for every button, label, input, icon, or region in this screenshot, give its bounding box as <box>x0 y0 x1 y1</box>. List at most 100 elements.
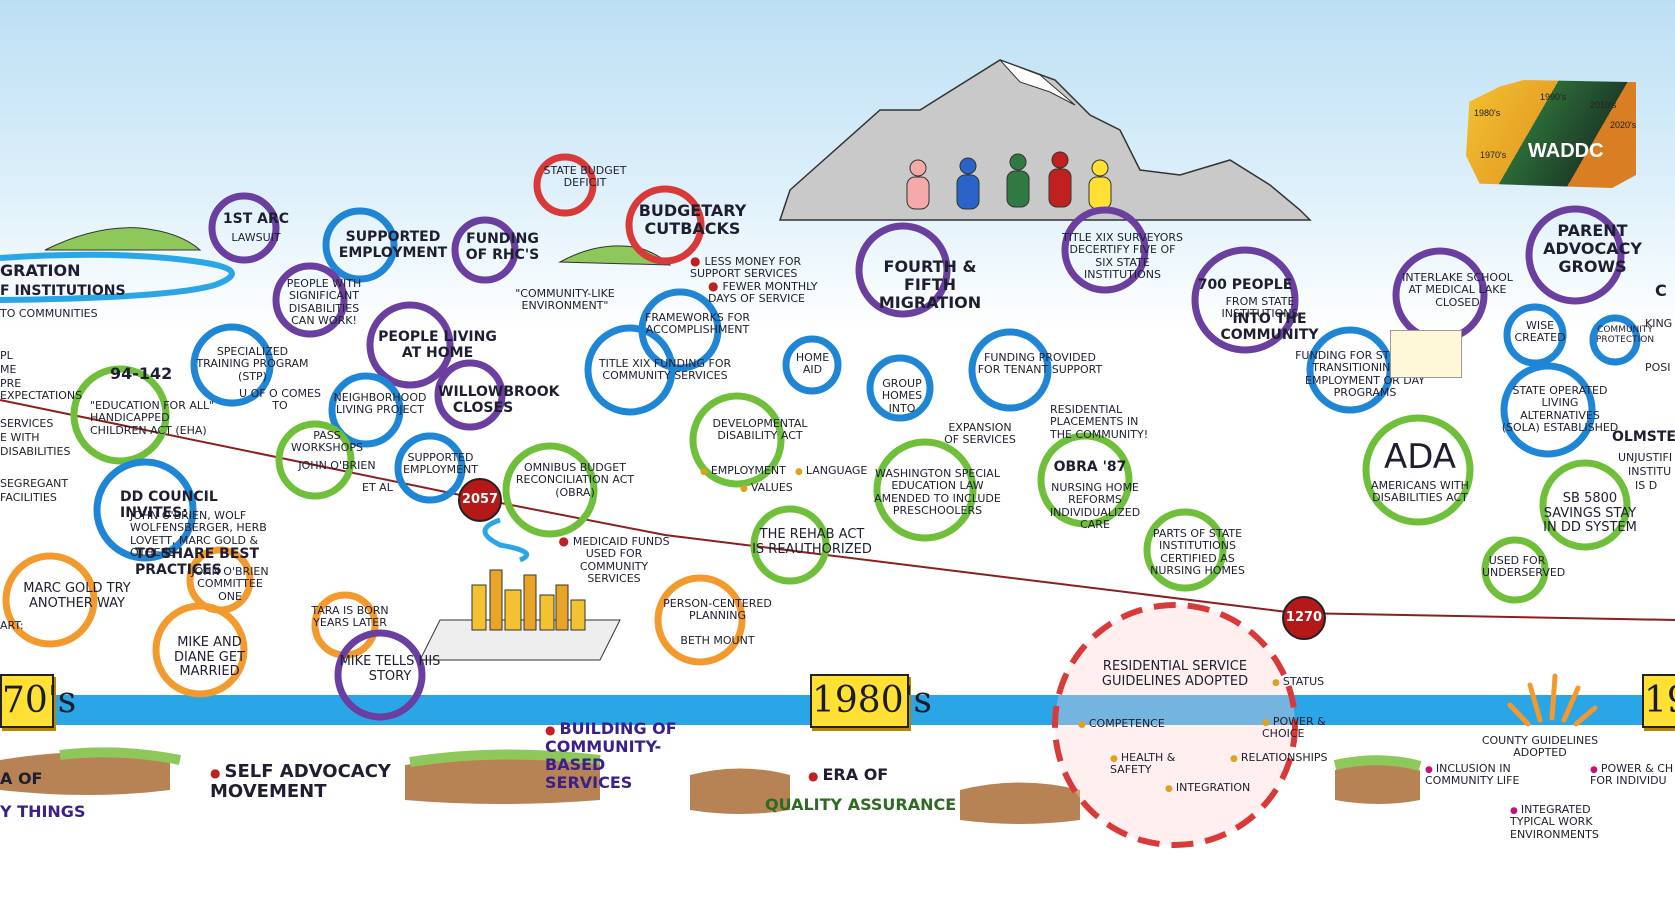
olmstead-sub-3: IS D <box>1635 479 1658 492</box>
pass-title: PASS WORKSHOPS <box>291 429 363 455</box>
dd-act-values: VALUES <box>740 481 800 494</box>
parts-state-title: PARTS OF STATE INSTITUTIONS CERTIFIED AS… <box>1150 527 1245 577</box>
dd-act-language: LANGUAGE <box>795 464 875 477</box>
olmstead-sub-1: UNJUSTIFI <box>1618 451 1673 464</box>
ring-funding-rhcs <box>451 216 519 284</box>
rg-power-choice: POWER & CHOICE <box>1262 715 1362 741</box>
marc-gold-title: MARC GOLD TRY ANOTHER WAY <box>23 581 131 611</box>
ring-parts-state <box>1143 508 1227 592</box>
title-xix-surveyors-title: TITLE XIX SURVEYORS DECERTIFY FIVE OF SI… <box>1061 231 1184 281</box>
waddc-logo <box>1466 80 1636 188</box>
ring-mike-diane <box>152 602 248 698</box>
city-skyline <box>419 569 621 661</box>
integrated-note: INTEGRATED TYPICAL WORK ENVIRONMENTS <box>1510 803 1620 841</box>
self-advocacy-label: SELF ADVOCACY MOVEMENT <box>210 761 400 802</box>
ring-community-protection <box>1589 314 1641 366</box>
funding-tenant-title: FUNDING PROVIDED FOR TENANT SUPPORT <box>977 351 1103 377</box>
title-xix-funding-title: TITLE XIX FUNDING FOR COMMUNITY SERVICES <box>598 357 732 383</box>
john-obrien-title: JOHN O'BRIEN COMMITTEE ONE <box>191 565 269 603</box>
rg-status: STATUS <box>1272 675 1332 688</box>
right-partial-c: C <box>1655 281 1667 300</box>
person-centered-title: PERSON-CENTERED PLANNING <box>663 597 772 623</box>
first-arc-title: 1ST ARC <box>222 211 290 227</box>
ring-people-living <box>366 301 454 389</box>
community-protection-title: COMMUNITY PROTECTION <box>1595 325 1655 346</box>
olmstead-sub-2: INSTITU <box>1628 465 1672 478</box>
ring-mike-tells <box>334 629 426 721</box>
logo-decade-2020: 2020's <box>1610 120 1637 130</box>
right-partial-king: KING <box>1645 317 1673 330</box>
county-guidelines-title: COUNTY GUIDELINES ADOPTED <box>1481 734 1599 760</box>
era-label: ERA OF <box>808 766 908 784</box>
law-94-142: 94-142 <box>110 364 173 383</box>
medicaid-note: MEDICAID FUNDS USED FOR COMMUNITY SERVIC… <box>555 535 673 585</box>
tara-title: TARA IS BORN YEARS LATER <box>311 604 389 630</box>
obra87-title: OBRA '87 <box>1053 459 1127 475</box>
rg-relationships: RELATIONSHIPS <box>1230 751 1330 764</box>
specialized-title: SPECIALIZED TRAINING PROGRAM (STP) <box>196 345 309 383</box>
group-homes-title: GROUP HOMES INTO <box>881 377 923 415</box>
into-community-title: INTO THE COMMUNITY <box>1220 311 1319 343</box>
ring-specialized <box>190 323 274 407</box>
ring-obra87 <box>1037 432 1133 528</box>
bottom-a-of: A OF <box>0 769 43 788</box>
interlake-note-card <box>1390 330 1462 378</box>
sola-title: STATE OPERATED LIVING ALTERNATIVES (SOLA… <box>1501 384 1619 434</box>
state-budget-title: STATE BUDGET DEFICIT <box>543 164 627 190</box>
ring-education <box>70 365 170 465</box>
bottom-things: Y THINGS <box>0 802 86 821</box>
ring-home-aid <box>782 335 842 395</box>
people-figures <box>906 151 1112 210</box>
willowbrook-title: WILLOWBROOK CLOSES <box>438 384 560 416</box>
decade-1990s: 19 <box>1642 674 1675 728</box>
rg-competence: COMPETENCE <box>1078 717 1168 730</box>
home-aid-title: HOME AID <box>795 351 830 377</box>
budget-note-2: FEWER MONTHLY DAYS OF SERVICE <box>708 280 848 306</box>
ring-700-people <box>1191 246 1299 354</box>
wise-title: WISE CREATED <box>1514 319 1566 345</box>
left-partial-3: PRE EXPECTATIONS <box>0 377 83 403</box>
uofo-note: U OF O COMES TO <box>239 387 321 413</box>
frameworks-title: FRAMEWORKS FOR ACCOMPLISHMENT <box>645 311 750 337</box>
left-with: E WITH <box>0 431 40 444</box>
ring-state-budget <box>533 153 597 217</box>
left-art: ART: <box>0 619 24 632</box>
rg-integration: INTEGRATION <box>1165 781 1260 794</box>
ring-person-centered <box>654 574 746 666</box>
people-living-title: PEOPLE LIVING AT HOME <box>378 329 497 361</box>
ring-people-significant <box>272 262 348 338</box>
fourth-fifth-title: FOURTH & FIFTH MIGRATION <box>878 257 982 312</box>
seven-hundred-sub: FROM STATE INSTITUTIONS <box>1221 295 1299 321</box>
dd-council-title: DD COUNCIL INVITES: <box>120 489 218 521</box>
ring-rehab <box>750 505 830 585</box>
quality-assurance-label: QUALITY ASSURANCE <box>765 795 957 814</box>
ring-wise <box>1503 303 1567 367</box>
supported-emp2-title: SUPPORTED EMPLOYMENT <box>403 451 478 477</box>
ring-sola <box>1500 362 1596 458</box>
migration-title: GRATION <box>0 261 81 280</box>
ring-neighborhood <box>328 372 404 448</box>
ring-dd-council <box>93 458 197 562</box>
rate-marker-2057: 2057 <box>458 478 502 522</box>
ring-title-xix-funding <box>584 324 676 416</box>
mike-tells-title: MIKE TELLS HIS STORY <box>339 654 441 684</box>
ring-dd-act <box>689 392 785 488</box>
ring-first-arc <box>208 192 280 264</box>
ring-marc-gold <box>2 552 98 648</box>
ring-supported-employment <box>322 207 398 283</box>
ring-funding-tenant <box>968 328 1052 412</box>
ring-supported-emp2 <box>394 432 466 504</box>
rehab-title: THE REHAB ACT IS REAUTHORIZED <box>752 527 872 557</box>
right-partial-posi: POSI <box>1645 361 1671 374</box>
dd-act-employment: EMPLOYMENT <box>700 464 786 477</box>
washington-title: WASHINGTON SPECIAL EDUCATION LAW AMENDED… <box>874 467 1001 517</box>
ring-ada <box>1362 414 1474 526</box>
sb5800-title: SB 5800 SAVINGS STAY IN DD SYSTEM <box>1543 491 1637 536</box>
dd-act-title: DEVELOPMENTAL DISABILITY ACT <box>712 417 808 443</box>
dd-council-names: JOHN O'BRIEN, WOLF WOLFENSBERGER, HERB L… <box>130 509 267 559</box>
ring-sb5800 <box>1539 459 1631 551</box>
left-services: SERVICES <box>0 417 54 430</box>
logo-decade-1970: 1970's <box>1480 150 1507 160</box>
interlake-title: INTERLAKE SCHOOL AT MEDICAL LAKE CLOSED <box>1402 271 1513 309</box>
